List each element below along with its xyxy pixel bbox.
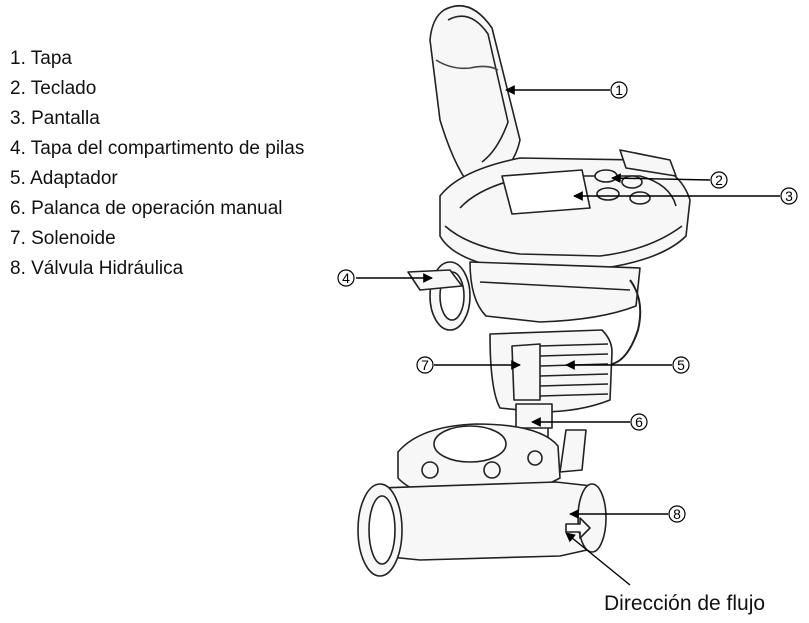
legend-item-adaptador: 5. Adaptador	[10, 168, 118, 189]
leader-flow	[565, 532, 631, 586]
callout-6: 6	[630, 413, 648, 431]
leader-lines	[356, 85, 780, 586]
legend-item-pantalla: 3. Pantalla	[10, 108, 100, 129]
adapter-shape	[489, 329, 613, 413]
device-illustration	[357, 5, 691, 577]
legend-item-hydraulic-valve: 8. Válvula Hidráulica	[10, 258, 184, 279]
legend-item-teclado: 2. Teclado	[10, 78, 97, 99]
controller-base	[469, 261, 641, 323]
callout-8: 8	[668, 505, 686, 523]
flow-direction-label: Dirección de flujo	[604, 592, 766, 615]
callout-4-number: 4	[342, 270, 350, 286]
callout-8-number: 8	[673, 506, 681, 522]
callout-6-number: 6	[635, 414, 643, 430]
callout-markers: 1 2 3 4 5 6 7 8	[337, 81, 798, 523]
callout-3: 3	[780, 187, 798, 205]
callout-3-number: 3	[785, 188, 793, 204]
legend-item-battery-cover: 4. Tapa del compartimento de pilas	[10, 138, 305, 159]
controller-head	[439, 149, 691, 271]
manual-lever-shape	[515, 403, 587, 473]
display-screen	[501, 169, 591, 215]
keypad-button	[629, 191, 651, 205]
callout-2: 2	[710, 171, 728, 189]
legend-item-manual-lever: 6. Palanca de operación manual	[10, 198, 283, 219]
component-legend: 1. Tapa 2. Teclado 3. Pantalla 4. Tapa d…	[10, 44, 304, 284]
leader-2	[611, 173, 711, 184]
callout-7-number: 7	[421, 357, 429, 373]
keypad-button	[594, 169, 618, 183]
callout-4: 4	[337, 269, 355, 287]
legend-item-solenoide: 7. Solenoide	[10, 228, 116, 249]
callout-1-number: 1	[615, 82, 623, 98]
callout-1: 1	[610, 81, 628, 99]
battery-cover-shape	[407, 261, 471, 331]
cable-shape	[611, 279, 642, 365]
callout-2-number: 2	[715, 172, 723, 188]
callout-5-number: 5	[677, 357, 685, 373]
keypad-button	[596, 187, 620, 201]
legend-item-tapa: 1. Tapa	[10, 48, 72, 69]
callout-5: 5	[672, 356, 690, 374]
valve-body-shape	[357, 423, 607, 577]
callout-7: 7	[416, 356, 434, 374]
